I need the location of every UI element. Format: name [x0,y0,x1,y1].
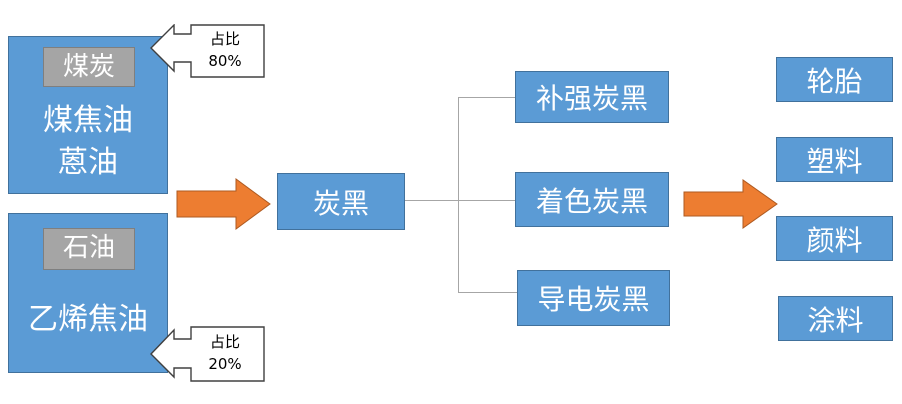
type-box-conductive: 导电炭黑 [517,270,670,326]
callout-arrow-shape [150,326,265,382]
application-box-plastics: 塑料 [776,137,893,182]
connector-to-coloring [458,200,515,201]
connector-trunk [405,200,458,201]
callout-petroleum-label: 占比 [209,333,240,351]
application-label-tires: 轮胎 [806,64,863,98]
application-label-plastics: 塑料 [806,144,863,178]
callout-coal-text: 占比 80% [194,28,256,72]
source-tag-petroleum: 石油 [43,228,135,270]
source-box-petroleum: 石油 乙烯焦油 [8,213,168,373]
application-label-pigments: 颜料 [806,223,863,257]
application-box-pigments: 颜料 [776,216,893,261]
type-box-reinforcing: 补强炭黑 [515,71,669,123]
carbon-black-box: 炭黑 [277,173,405,230]
source-line-coal-tar: 煤焦油 [43,103,133,138]
source-line-ethylene-tar: 乙烯焦油 [28,302,148,337]
type-box-coloring: 着色炭黑 [515,172,669,227]
application-box-coatings: 涂料 [778,296,893,341]
callout-arrow-shape [150,24,265,78]
source-line-anthracene-oil: 蒽油 [58,145,118,180]
callout-coal-share: 占比 80% [150,24,266,78]
type-label-reinforcing: 补强炭黑 [535,82,648,115]
carbon-black-label: 炭黑 [312,186,369,220]
application-label-coatings: 涂料 [807,303,864,337]
callout-petroleum-percent: 20% [208,355,242,373]
callout-petroleum-share: 占比 20% [150,326,266,382]
callout-coal-label: 占比 [209,30,240,48]
flow-arrow-sources-to-carbon-black [176,178,271,230]
application-box-tires: 轮胎 [776,57,893,102]
type-label-conductive: 导电炭黑 [537,283,650,316]
connector-vertical [458,97,459,292]
source-box-coal: 煤炭 煤焦油 蒽油 [8,36,168,194]
connector-to-reinforcing [458,97,515,98]
type-label-coloring: 着色炭黑 [535,184,648,218]
callout-petroleum-text: 占比 20% [194,331,256,375]
flow-arrow-types-to-applications [683,179,778,229]
source-tag-coal: 煤炭 [43,47,135,87]
callout-coal-percent: 80% [208,52,242,70]
connector-to-conductive [458,292,517,293]
